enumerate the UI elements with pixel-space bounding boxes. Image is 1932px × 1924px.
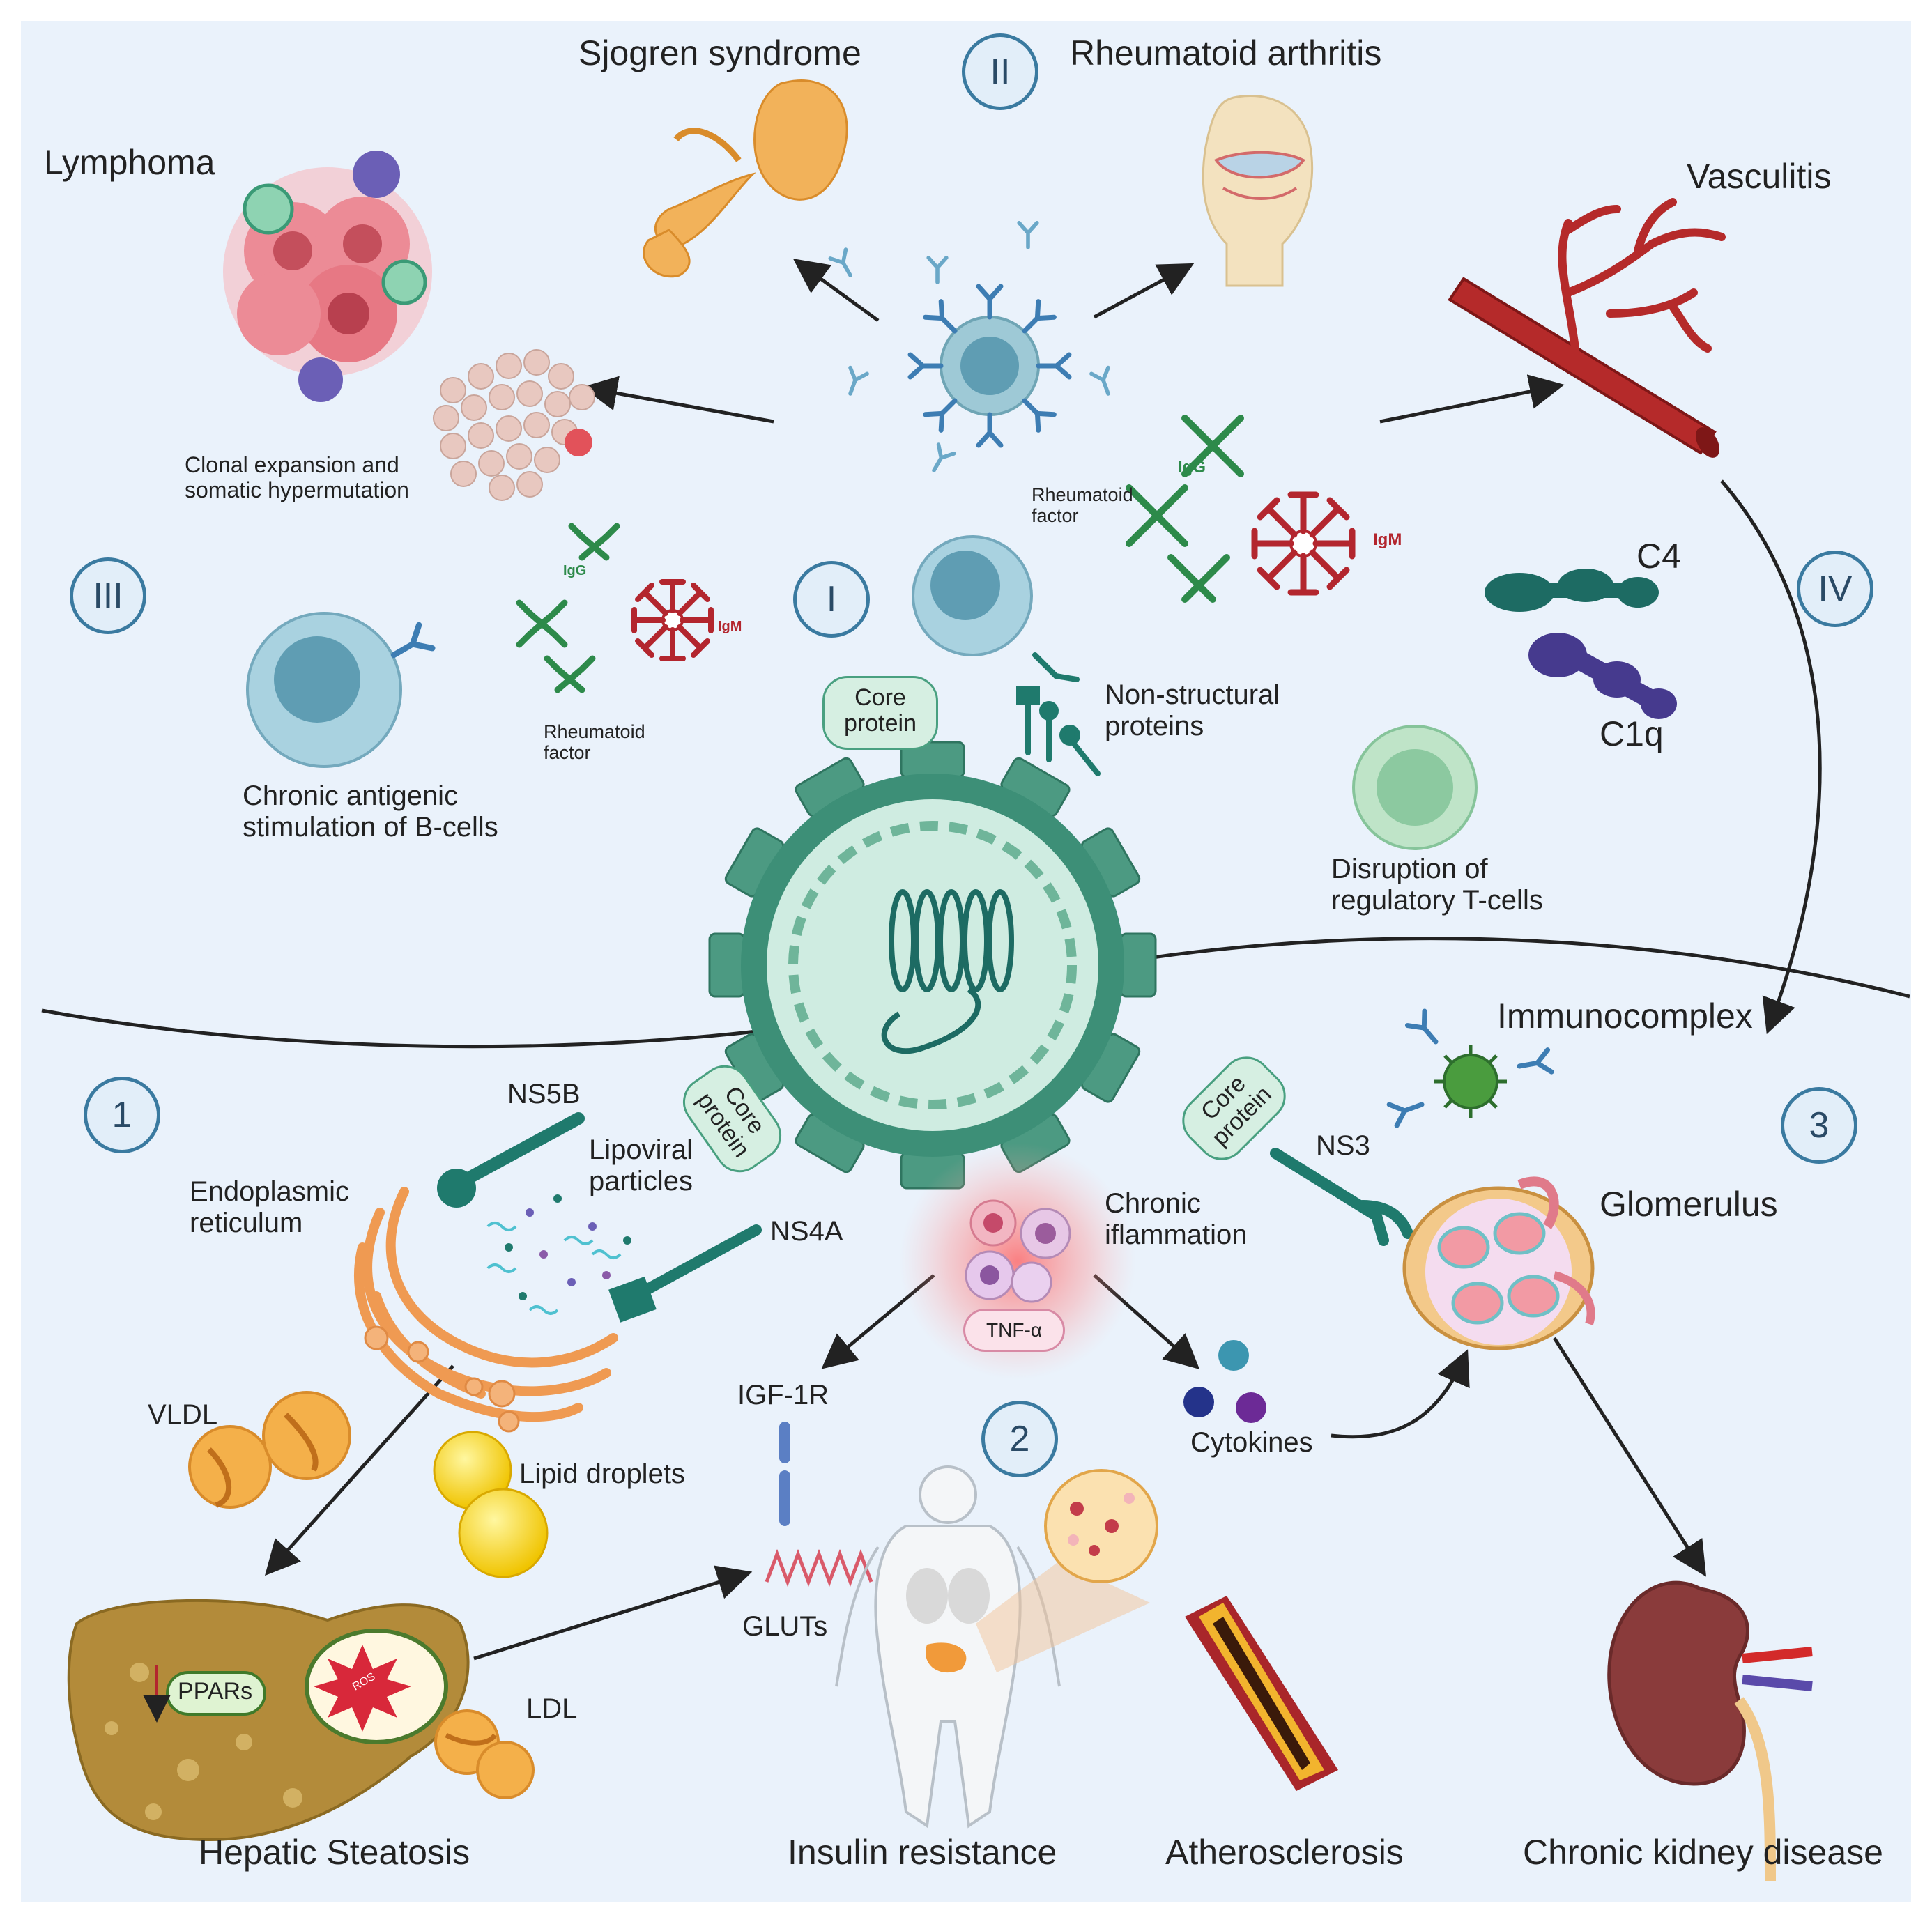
ldl-particles — [434, 1709, 535, 1799]
inflammation-glow — [899, 1143, 1136, 1380]
hepatic-steatosis-label: Hepatic Steatosis — [199, 1833, 470, 1872]
lipoviral-particles — [486, 1194, 631, 1315]
igm-left — [631, 579, 714, 661]
ns5b-label: NS5B — [507, 1079, 581, 1109]
non-structural-proteins — [1016, 652, 1101, 776]
liver-illustration — [67, 1599, 470, 1842]
immunocomplex-virus — [1434, 1045, 1507, 1118]
roman-iv-badge: IV — [1797, 551, 1873, 627]
insulin-resistance-label: Insulin resistance — [788, 1833, 1057, 1872]
hcv-virus — [708, 741, 1157, 1190]
c1q-label: C1q — [1600, 714, 1664, 753]
number-3-badge: 3 — [1781, 1087, 1857, 1164]
igg-right-label: IgG — [1178, 458, 1206, 477]
glomerulus-illustration — [1402, 1176, 1595, 1350]
kidney-illustration — [1607, 1580, 1813, 1882]
ppars-label: PPARs — [178, 1678, 253, 1704]
igf-1r-label: IGF-1R — [737, 1380, 829, 1410]
salivary-gland-illustration — [643, 79, 848, 278]
igg-left — [516, 523, 620, 693]
glut-transporter — [765, 1548, 873, 1587]
lipid-droplets — [433, 1431, 549, 1578]
roman-i-badge: I — [793, 561, 870, 638]
igf-1r-receptor — [779, 1422, 790, 1526]
atherosclerosis-label: Atherosclerosis — [1165, 1833, 1404, 1872]
sjogren-label: Sjogren syndrome — [578, 33, 861, 72]
regulatory-t-cell — [1352, 725, 1478, 850]
b-cell-left — [246, 612, 402, 768]
vldl-particles — [188, 1391, 351, 1509]
chronic-kidney-disease-label: Chronic kidney disease — [1523, 1833, 1883, 1872]
igg-right — [1126, 415, 1244, 603]
vasculitis-label: Vasculitis — [1687, 157, 1832, 196]
roman-iii-badge: III — [70, 557, 146, 634]
knee-joint-illustration — [1202, 95, 1314, 287]
ns5b-protein — [450, 1112, 585, 1191]
igm-left-label: IgM — [718, 619, 742, 634]
immunocomplex-label: Immunocomplex — [1497, 996, 1753, 1036]
lipid-droplets-label: Lipid droplets — [519, 1459, 685, 1489]
number-2-badge: 2 — [981, 1401, 1058, 1477]
immune-cells — [965, 1199, 1071, 1303]
ldl-label: LDL — [526, 1693, 578, 1724]
artery-illustration — [1185, 1596, 1338, 1791]
lymphoma-illustration — [223, 151, 432, 402]
igm-right-label: IgM — [1373, 530, 1402, 549]
cytokine-dots — [1183, 1340, 1266, 1423]
glomerulus-label: Glomerulus — [1600, 1185, 1778, 1224]
ns3-protein — [1270, 1148, 1413, 1246]
gluts-label: GLUTs — [742, 1611, 828, 1642]
b-cell-center — [912, 535, 1033, 656]
clonal-expansion-cells — [433, 349, 595, 501]
complement-c4 — [1485, 569, 1659, 612]
igm-right — [1251, 491, 1356, 596]
adipose-tissue — [1044, 1469, 1158, 1583]
ns3-label: NS3 — [1316, 1130, 1370, 1161]
ns4a-label: NS4A — [770, 1216, 843, 1247]
vldl-label: VLDL — [148, 1399, 218, 1430]
tnf-alpha-pill: TNF-α — [963, 1309, 1065, 1352]
ns4a-protein — [608, 1224, 762, 1323]
complement-c1q — [1528, 633, 1677, 719]
igg-left-label: IgG — [563, 563, 587, 578]
lymphoma-label: Lymphoma — [44, 143, 215, 182]
vessel-illustration — [1448, 198, 1726, 458]
rheumatoid-arthritis-label: Rheumatoid arthritis — [1070, 33, 1382, 72]
c4-label: C4 — [1636, 537, 1681, 576]
cytokines-label: Cytokines — [1190, 1427, 1313, 1458]
roman-ii-badge: II — [962, 33, 1038, 110]
number-1-badge: 1 — [84, 1077, 160, 1153]
